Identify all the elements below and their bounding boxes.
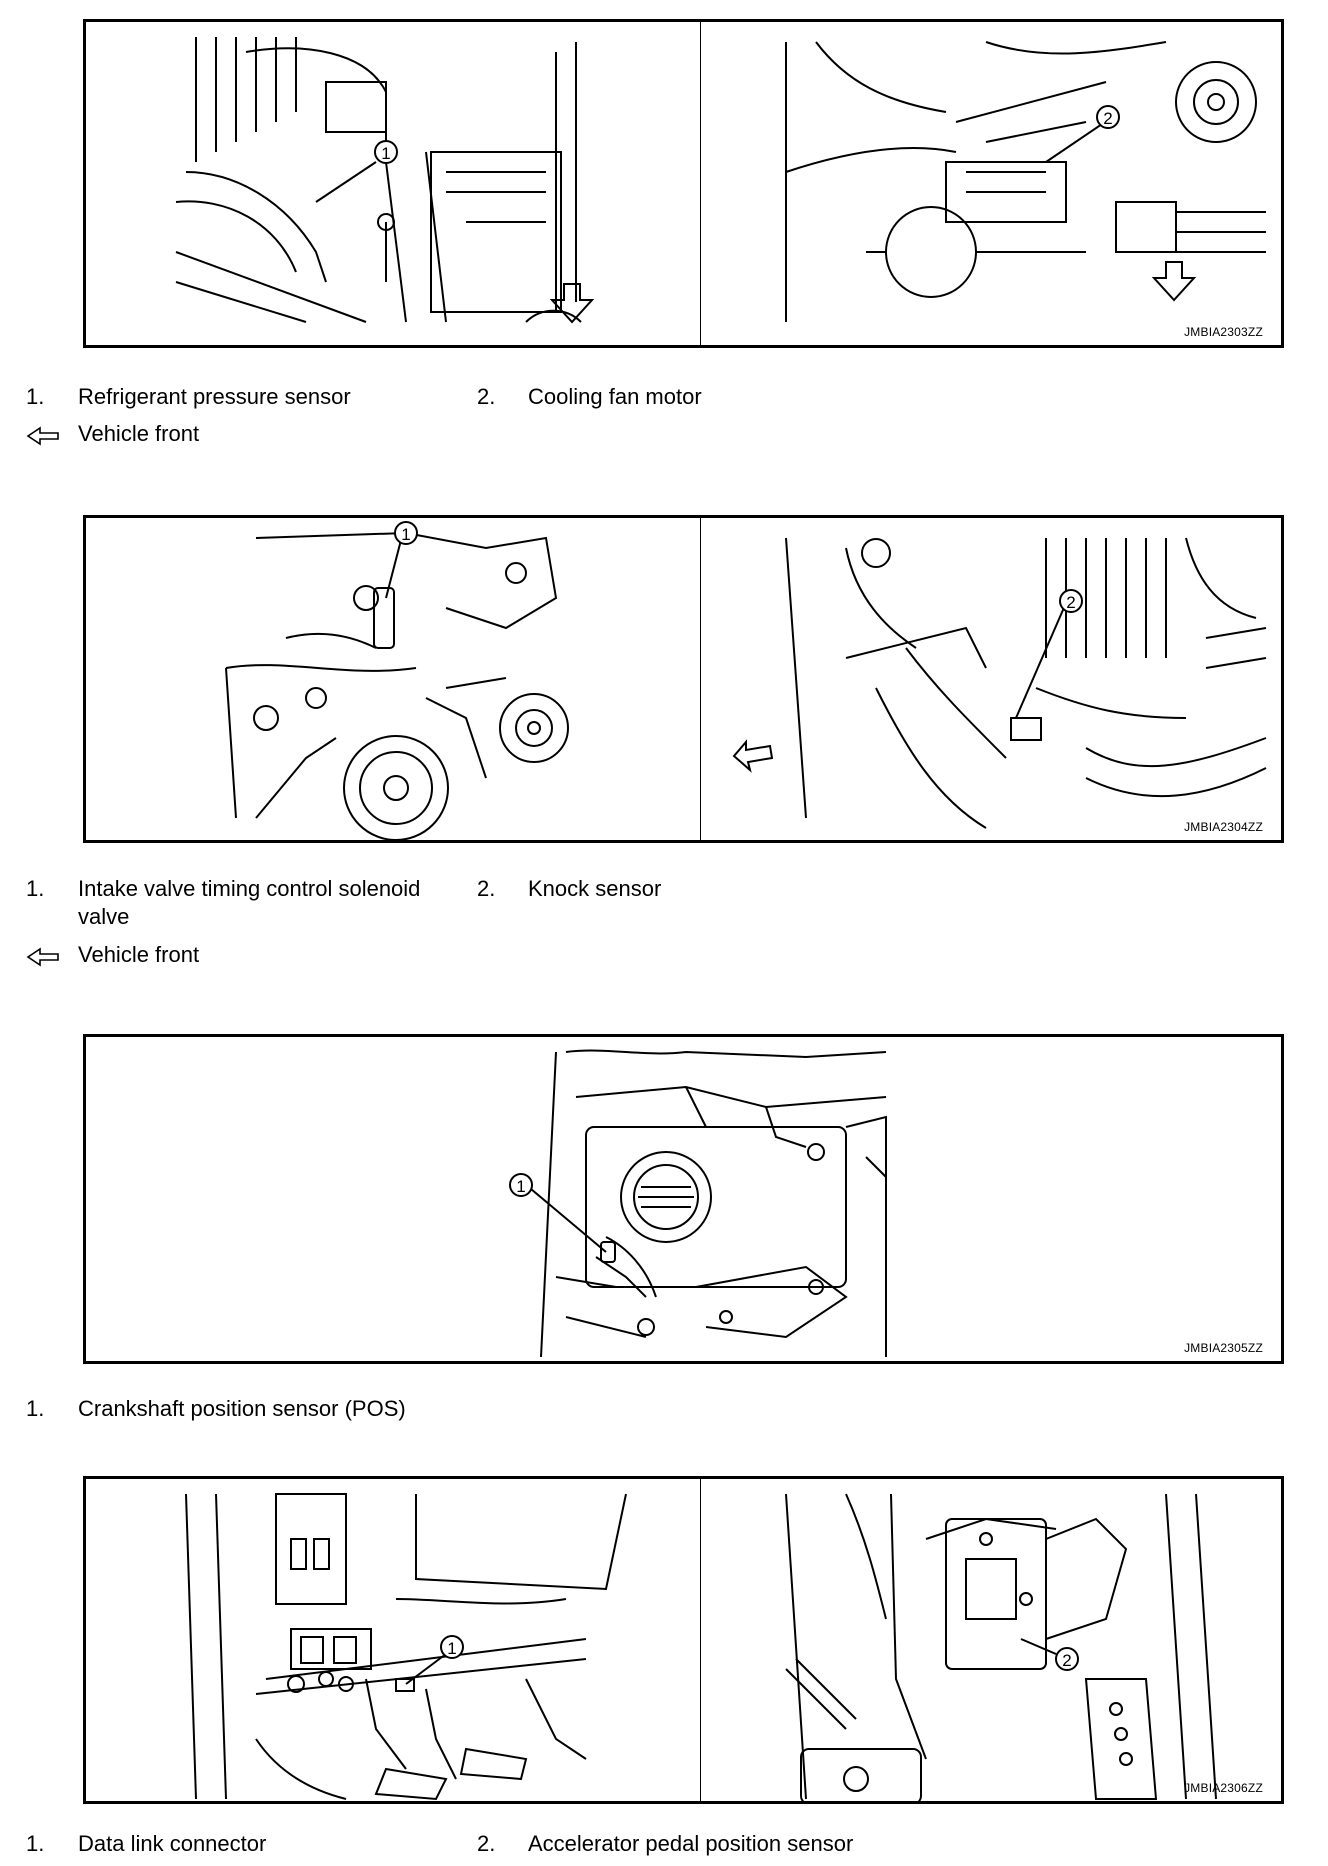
figure-code: JMBIA2306ZZ [1184,1781,1263,1795]
legend-item-2: 1. Intake valve timing control solenoid … [26,875,1276,935]
figure-2-illustration: 1 2 [225,521,1267,840]
callout-2: 2 [1055,1647,1079,1671]
legend-text: Cooling fan motor [528,384,702,409]
callout-1: 1 [440,1635,464,1659]
callout-1: 1 [374,140,398,164]
panel-divider [700,518,701,840]
callout-2: 2 [1096,105,1120,129]
figure-4: 1 2 JMBIA2306ZZ [83,1476,1284,1804]
legend-text: Accelerator pedal position sensor [528,1831,854,1856]
legend-text: Crankshaft position sensor (POS) [78,1396,406,1421]
panel-divider [700,1479,701,1801]
figure-3: 1 JMBIA2305ZZ [83,1034,1284,1364]
callout-1: 1 [394,521,418,545]
legend-number: 1. [26,1396,45,1421]
legend-text: Vehicle front [78,942,200,967]
legend-text: Data link connector [78,1831,267,1856]
legend-number: 2. [477,876,496,901]
front-arrow-icon [26,947,59,967]
legend-number: 1. [26,876,45,901]
figure-code: JMBIA2303ZZ [1184,325,1263,339]
front-arrow-icon [26,426,59,446]
legend-text: Knock sensor [528,876,662,901]
svg-text:1: 1 [401,525,410,544]
svg-text:1: 1 [381,144,390,163]
figure-1: 1 2 JMBIA2303ZZ [83,19,1284,348]
legend-number: 2. [477,384,496,409]
figure-code: JMBIA2304ZZ [1184,820,1263,834]
svg-text:1: 1 [516,1177,525,1196]
svg-text:1: 1 [447,1639,456,1658]
legend-number: 1. [26,384,45,409]
legend-text: Intake valve timing control solenoid [78,876,421,901]
figure-2: 1 2 JMBIA2304ZZ [83,515,1284,843]
legend-number: 1. [26,1831,45,1856]
figure-1-illustration: 1 2 [175,37,1266,324]
figure-code: JMBIA2305ZZ [1184,1341,1263,1355]
figure-3-illustration: 1 [509,1049,887,1358]
svg-text:2: 2 [1066,593,1075,612]
legend-text: Vehicle front [78,421,200,446]
legend-text-continued: valve [78,904,130,929]
callout-2: 2 [1059,589,1083,613]
legend-number: 2. [477,1831,496,1856]
svg-text:2: 2 [1103,109,1112,128]
panel-divider [700,22,701,345]
legend-text: Refrigerant pressure sensor [78,384,351,409]
callout-1: 1 [509,1173,533,1197]
figure-4-illustration: 1 2 [185,1493,1217,1801]
svg-text:2: 2 [1062,1651,1071,1670]
